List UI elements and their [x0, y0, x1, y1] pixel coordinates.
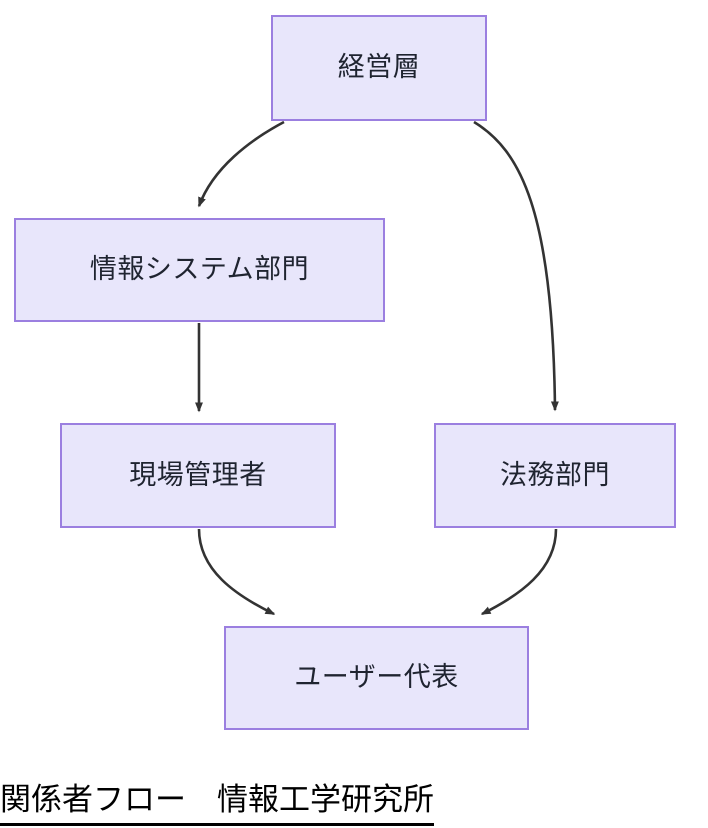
diagram-caption: 関係者フロー 情報工学研究所 [0, 782, 434, 827]
node-user-representative-label: ユーザー代表 [294, 662, 459, 694]
node-field-manager-label: 現場管理者 [129, 459, 267, 491]
node-legal-dept-label: 法務部門 [500, 459, 610, 491]
node-user-representative[interactable]: ユーザー代表 [224, 626, 529, 730]
edge-exec-to-legal [473, 120, 559, 412]
edge-legal-to-user [480, 528, 558, 616]
node-exec-label: 経営層 [337, 52, 421, 84]
node-legal-dept[interactable]: 法務部門 [434, 423, 676, 528]
node-information-systems-dept[interactable]: 情報システム部門 [14, 218, 385, 322]
node-exec[interactable]: 経営層 [271, 15, 487, 121]
edge-exec-to-isdept [197, 120, 285, 208]
node-field-manager[interactable]: 現場管理者 [60, 423, 336, 528]
node-information-systems-dept-label: 情報システム部門 [89, 254, 310, 286]
edge-field-to-user [197, 528, 276, 616]
